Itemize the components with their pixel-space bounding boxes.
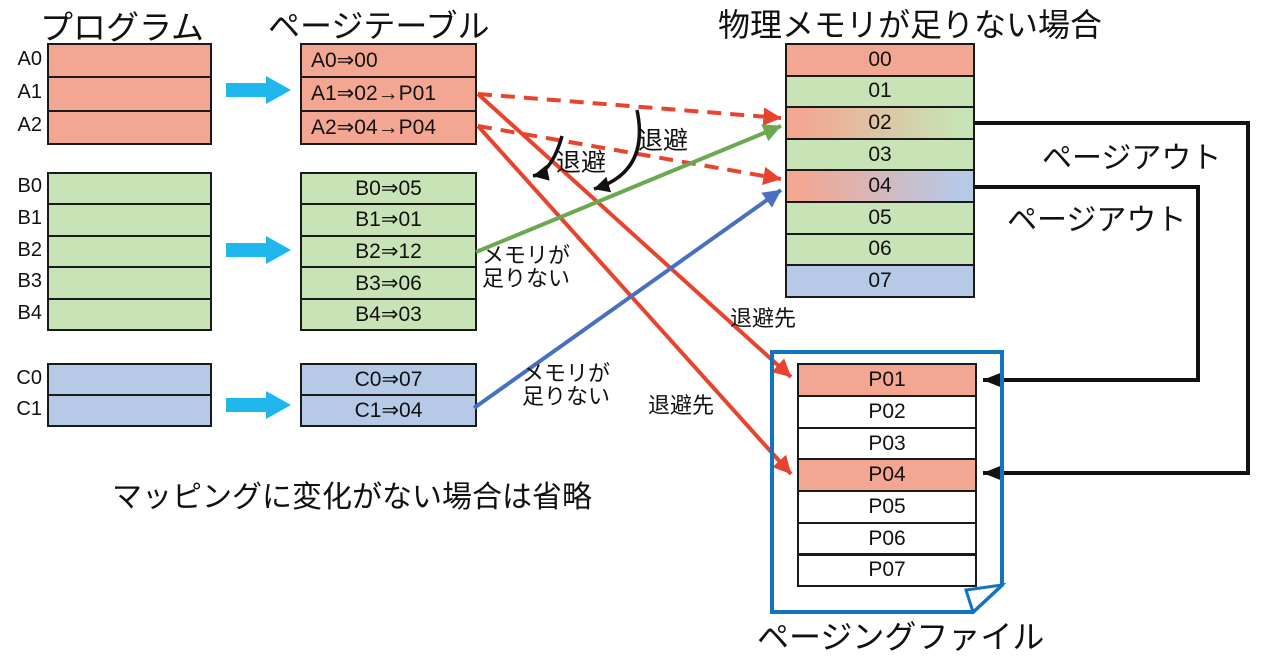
page-table-entry: B0⇒05 bbox=[300, 171, 477, 206]
memory-cell: 05 bbox=[785, 201, 975, 235]
paging-file-cell: P03 bbox=[797, 426, 977, 461]
program-row bbox=[47, 266, 212, 300]
page-table-title: ページテーブル bbox=[268, 8, 490, 44]
memory-cell: 02 bbox=[785, 106, 975, 140]
page-table-entry: B1⇒01 bbox=[300, 203, 477, 237]
memory-title: 物理メモリが足りない場合 bbox=[718, 7, 1103, 43]
paging-file-cell: P07 bbox=[797, 553, 977, 588]
program-row bbox=[47, 234, 212, 269]
block-arrow-a-icon bbox=[226, 76, 291, 104]
arrow-a2-to-p04 bbox=[476, 124, 793, 476]
memory-cell: 01 bbox=[785, 74, 975, 109]
program-row-label: A1 bbox=[17, 80, 42, 103]
taihi-label-right: 退避 bbox=[638, 127, 689, 155]
arrow-b2-to-slot02 bbox=[475, 124, 782, 254]
program-row bbox=[47, 363, 212, 396]
page-table-entry: C0⇒07 bbox=[300, 363, 477, 396]
memory-short-label-b: メモリが 足りない bbox=[482, 243, 571, 291]
program-row bbox=[47, 171, 212, 206]
program-title: プログラム bbox=[40, 9, 205, 46]
page-table-entry: A2⇒04→P04 bbox=[300, 109, 477, 145]
program-row-label: B0 bbox=[17, 175, 42, 198]
memory-cell: 04 bbox=[785, 169, 975, 203]
program-row-label: C0 bbox=[16, 366, 42, 389]
paging-file-title: ページングファイル bbox=[757, 619, 1045, 655]
page-table-entry: A0⇒00 bbox=[300, 43, 477, 79]
paging-file-cell: P01 bbox=[797, 363, 977, 397]
arrow-a1-to-p01 bbox=[476, 92, 793, 379]
taihisaki-label-upper: 退避先 bbox=[730, 306, 797, 331]
page-out-label-1: ページアウト bbox=[1042, 142, 1222, 175]
program-row-label: B3 bbox=[17, 270, 42, 293]
paging-file-cell: P06 bbox=[797, 521, 977, 556]
page-table-entry: C1⇒04 bbox=[300, 394, 477, 427]
program-row-label: B2 bbox=[17, 238, 42, 261]
page-out-label-2: ページアウト bbox=[1007, 204, 1187, 237]
program-row-label: A0 bbox=[17, 47, 42, 70]
block-arrow-c-icon bbox=[226, 391, 291, 419]
program-row-label: A2 bbox=[17, 114, 42, 137]
taihisaki-label-lower: 退避先 bbox=[648, 393, 715, 418]
program-row bbox=[47, 297, 212, 332]
program-row-label: B4 bbox=[17, 301, 42, 324]
program-row bbox=[47, 394, 212, 427]
block-arrow-b-icon bbox=[226, 236, 291, 264]
program-row-label: B1 bbox=[17, 206, 42, 229]
page-table-entry: B4⇒03 bbox=[300, 297, 477, 332]
memory-cell: 06 bbox=[785, 232, 975, 267]
memory-cell: 03 bbox=[785, 137, 975, 172]
memory-cell: 07 bbox=[785, 264, 975, 298]
page-table-entry: B3⇒06 bbox=[300, 266, 477, 300]
page-table-entry: A1⇒02→P01 bbox=[300, 76, 477, 112]
program-row bbox=[47, 109, 212, 145]
program-row bbox=[47, 203, 212, 237]
page-table-entry: B2⇒12 bbox=[300, 234, 477, 269]
paging-file-cell: P05 bbox=[797, 490, 977, 524]
taihi-label-left: 退避 bbox=[556, 149, 607, 177]
dashed-arrow-a1-to-slot02 bbox=[477, 92, 782, 126]
memory-short-label-c: メモリが 足りない bbox=[522, 361, 611, 409]
dashed-arrow-a2-to-slot04 bbox=[477, 124, 782, 186]
paging-file-cell: P04 bbox=[797, 458, 977, 493]
paging-file-cell: P02 bbox=[797, 395, 977, 429]
memory-cell: 00 bbox=[785, 43, 975, 77]
program-row bbox=[47, 76, 212, 112]
note-label: マッピングに変化がない場合は省略 bbox=[112, 481, 592, 514]
paging-file-fold-icon bbox=[964, 582, 1007, 615]
program-row-label: C1 bbox=[16, 397, 42, 420]
arrow-c1-to-slot04 bbox=[472, 188, 783, 410]
